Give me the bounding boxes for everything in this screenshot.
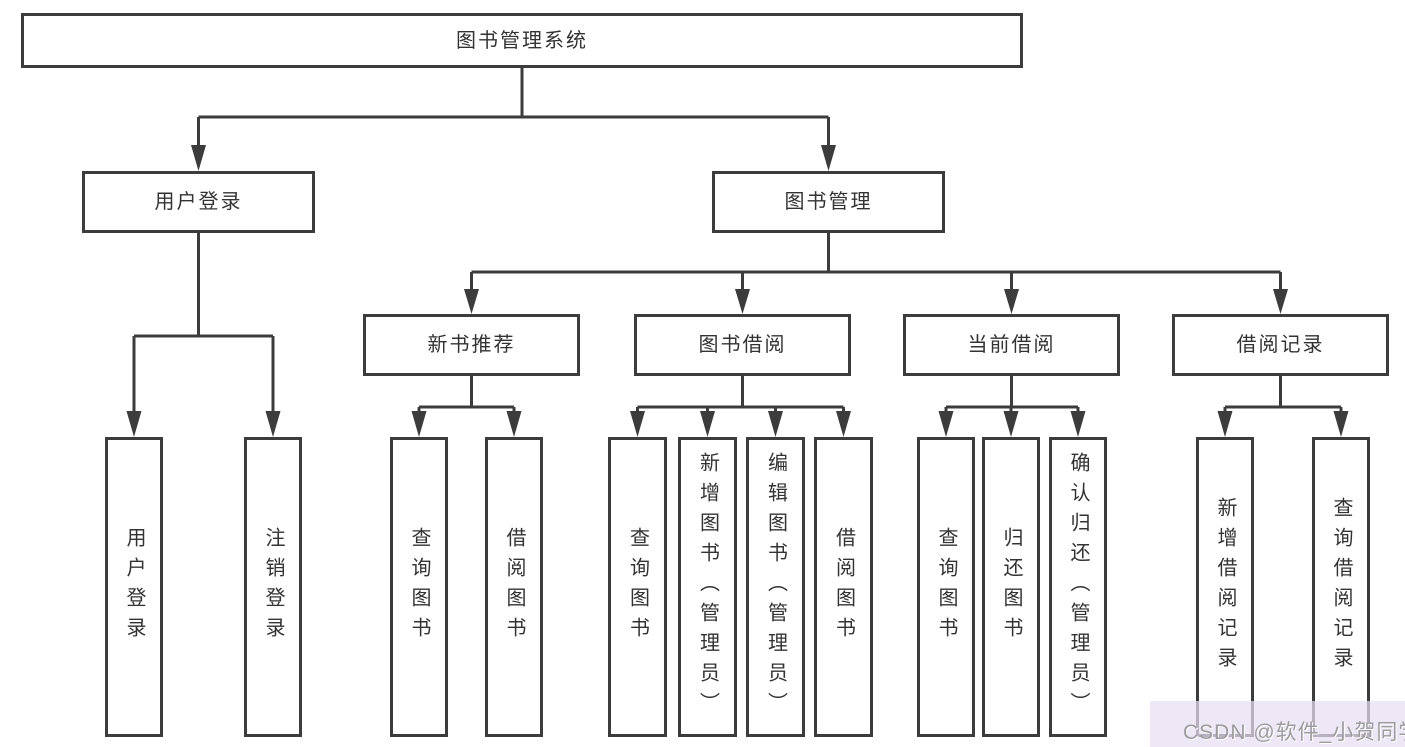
leaf-user-login: 用户登录	[105, 437, 163, 737]
leaf-edit-book-admin: 编辑图书（管理员）	[746, 437, 805, 737]
leaf-add-borrow-record: 新增借阅记录	[1196, 437, 1254, 737]
leaf-query-books-recommend: 查询图书	[390, 437, 448, 737]
node-book-management: 图书管理	[712, 171, 945, 233]
node-user-login: 用户登录	[82, 171, 315, 233]
leaf-return-books: 归还图书	[982, 437, 1040, 737]
leaf-logout: 注销登录	[244, 437, 302, 737]
leaf-query-borrow-record: 查询借阅记录	[1312, 437, 1370, 737]
leaf-confirm-return-admin: 确认归还（管理员）	[1049, 437, 1107, 737]
node-new-book-recommend: 新书推荐	[363, 314, 580, 376]
leaf-borrow-books: 借阅图书	[814, 437, 873, 737]
node-book-borrow: 图书借阅	[634, 314, 851, 376]
node-current-borrow: 当前借阅	[903, 314, 1120, 376]
leaf-borrow-books-recommend: 借阅图书	[485, 437, 543, 737]
leaf-query-books-current: 查询图书	[917, 437, 975, 737]
leaf-add-book-admin: 新增图书（管理员）	[678, 437, 737, 737]
watermark-text: CSDN @软件_小贺同学	[1183, 721, 1405, 744]
node-borrow-records: 借阅记录	[1172, 314, 1389, 376]
leaf-query-books-borrow: 查询图书	[608, 437, 667, 737]
node-system-root: 图书管理系统	[21, 13, 1023, 68]
